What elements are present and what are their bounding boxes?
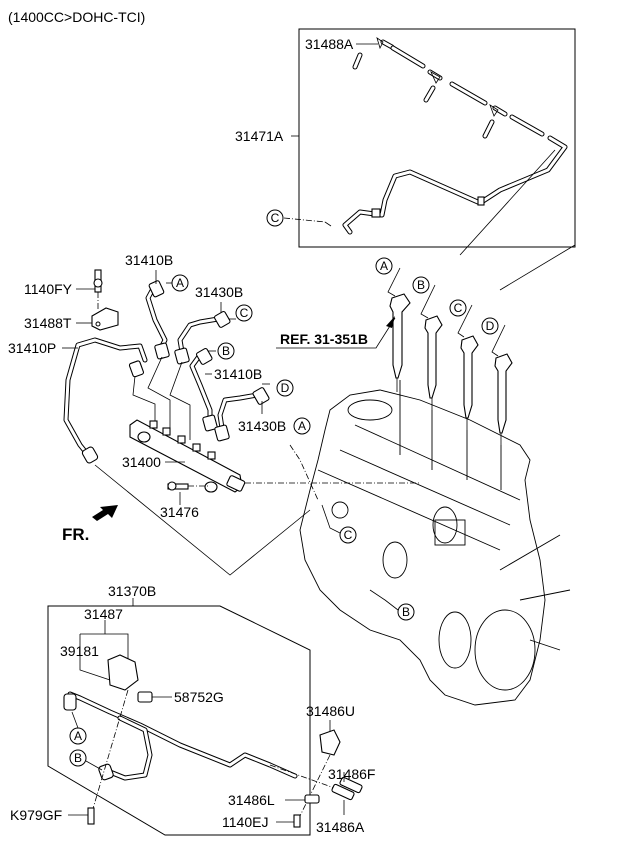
- connection-marker-a: A: [171, 274, 189, 292]
- part-label-31488A[interactable]: 31488A: [305, 36, 354, 52]
- connector-31486A-31486F: [331, 776, 363, 801]
- connection-marker-c: C: [339, 526, 357, 544]
- svg-text:A: A: [74, 729, 82, 743]
- connection-marker-b: B: [69, 749, 87, 767]
- part-label-31476[interactable]: 31476: [160, 504, 199, 520]
- svg-text:C: C: [344, 528, 353, 542]
- pipe-nut: [214, 424, 230, 442]
- k979gf-bolt: [87, 807, 95, 825]
- pipe-nut: [202, 414, 218, 432]
- part-label-31410B-top[interactable]: 31410B: [125, 252, 173, 268]
- connection-marker-c: C: [266, 209, 284, 227]
- rail-bracket: [91, 307, 119, 331]
- rail-bolt-head: [167, 481, 177, 491]
- part-label-31430B-low[interactable]: 31430B: [238, 418, 286, 434]
- part-label-39181[interactable]: 39181: [60, 643, 99, 659]
- pipe-nut: [195, 347, 213, 365]
- part-label-31488T[interactable]: 31488T: [24, 315, 72, 331]
- connection-marker-d: D: [481, 317, 499, 335]
- svg-text:B: B: [402, 605, 410, 619]
- svg-text:D: D: [281, 381, 290, 395]
- svg-text:A: A: [380, 259, 388, 273]
- svg-text:B: B: [417, 278, 425, 292]
- pipe-nut: [154, 342, 170, 360]
- bracket-bolt-head: [93, 278, 103, 288]
- part-label-31430B-top[interactable]: 31430B: [195, 284, 243, 300]
- return-line-assembly-group: 31370B 31487 39181 58752G 31486U 31486F …: [10, 583, 375, 836]
- part-label-31410P[interactable]: 31410P: [8, 340, 56, 356]
- svg-text:C: C: [240, 306, 249, 320]
- injector-b: [420, 284, 443, 410]
- connection-marker-a: A: [293, 417, 311, 435]
- engine-variant-title: (1400CC>DOHC-TCI): [8, 9, 145, 25]
- rail-mount-ear: [204, 481, 218, 493]
- part-label-31486U[interactable]: 31486U: [306, 703, 355, 719]
- clip-31486L: [304, 794, 320, 804]
- rail-outlet-fittings: [149, 420, 216, 460]
- connection-marker-c: C: [449, 299, 467, 317]
- hose-tee-connector: [430, 71, 441, 84]
- pipe-nut: [148, 280, 165, 298]
- connection-marker-b: B: [412, 276, 430, 294]
- part-label-31486F[interactable]: 31486F: [328, 766, 375, 782]
- part-label-31486L[interactable]: 31486L: [228, 792, 275, 808]
- hose-bolt: [324, 221, 332, 227]
- front-orientation-indicator: FR.: [62, 505, 118, 544]
- rail-mount-ear: [137, 431, 151, 443]
- svg-text:B: B: [74, 751, 82, 765]
- svg-text:B: B: [222, 344, 230, 358]
- hose-tee-connector: [489, 104, 499, 117]
- front-direction-arrow-icon: [92, 505, 118, 521]
- hose-fitting: [63, 693, 77, 711]
- hose-clamp: [371, 208, 381, 218]
- connection-marker-a: A: [69, 727, 87, 745]
- part-label-31370B[interactable]: 31370B: [108, 583, 156, 599]
- injector-a: [387, 267, 411, 392]
- hose-clamp: [477, 196, 485, 206]
- part-label-31486A[interactable]: 31486A: [316, 819, 365, 835]
- hose-connector-end: [376, 37, 384, 50]
- clip-31486U: [319, 729, 341, 756]
- svg-text:A: A: [176, 276, 184, 290]
- return-line-frame: [47, 605, 311, 836]
- return-hose-frame: [298, 28, 576, 248]
- rail-pressure-sensor: [226, 475, 246, 492]
- injector-d: [491, 324, 513, 445]
- part-label-31471A[interactable]: 31471A: [235, 128, 284, 144]
- svg-text:C: C: [454, 301, 463, 315]
- pipe-nut: [252, 387, 270, 405]
- part-label-31410B-mid[interactable]: 31410B: [214, 366, 262, 382]
- part-label-31400[interactable]: 31400: [122, 454, 161, 470]
- svg-text:D: D: [486, 319, 495, 333]
- part-label-58752G[interactable]: 58752G: [174, 689, 224, 705]
- return-hose-drawing: [324, 37, 568, 235]
- sensor-bracket: [107, 654, 139, 691]
- reference-arrow-icon: [386, 316, 395, 328]
- part-label-K979GF[interactable]: K979GF: [10, 807, 62, 823]
- fuel-rail-group: 31410B 1140FY 31430B 31488T 31410P 31410…: [8, 252, 420, 576]
- return-hose-assembly-group: 31488A 31471A C: [235, 28, 576, 256]
- connection-marker-b: B: [217, 342, 235, 360]
- svg-text:C: C: [271, 211, 280, 225]
- connector-58752G: [137, 691, 153, 703]
- connection-marker-c: C: [235, 304, 253, 322]
- pipe-nut: [174, 347, 190, 365]
- connection-marker-b: B: [397, 603, 415, 621]
- injectors-group: REF. 31-351B A B C D: [276, 244, 576, 445]
- connection-marker-a: A: [375, 257, 393, 275]
- part-label-1140FY[interactable]: 1140FY: [24, 281, 73, 297]
- injector-c: [457, 304, 479, 430]
- engine-block-drawing: C B: [289, 380, 571, 706]
- part-label-1140EJ[interactable]: 1140EJ: [222, 814, 268, 830]
- reference-label[interactable]: REF. 31-351B: [280, 331, 368, 347]
- pipe-nut: [128, 360, 145, 378]
- front-label: FR.: [62, 525, 89, 544]
- 1140ej-bolt: [293, 814, 301, 828]
- pipe-nut: [213, 310, 231, 328]
- part-label-31487[interactable]: 31487: [84, 606, 123, 622]
- connection-marker-d: D: [276, 379, 294, 397]
- svg-text:A: A: [298, 419, 306, 433]
- pipe-nut: [81, 446, 99, 464]
